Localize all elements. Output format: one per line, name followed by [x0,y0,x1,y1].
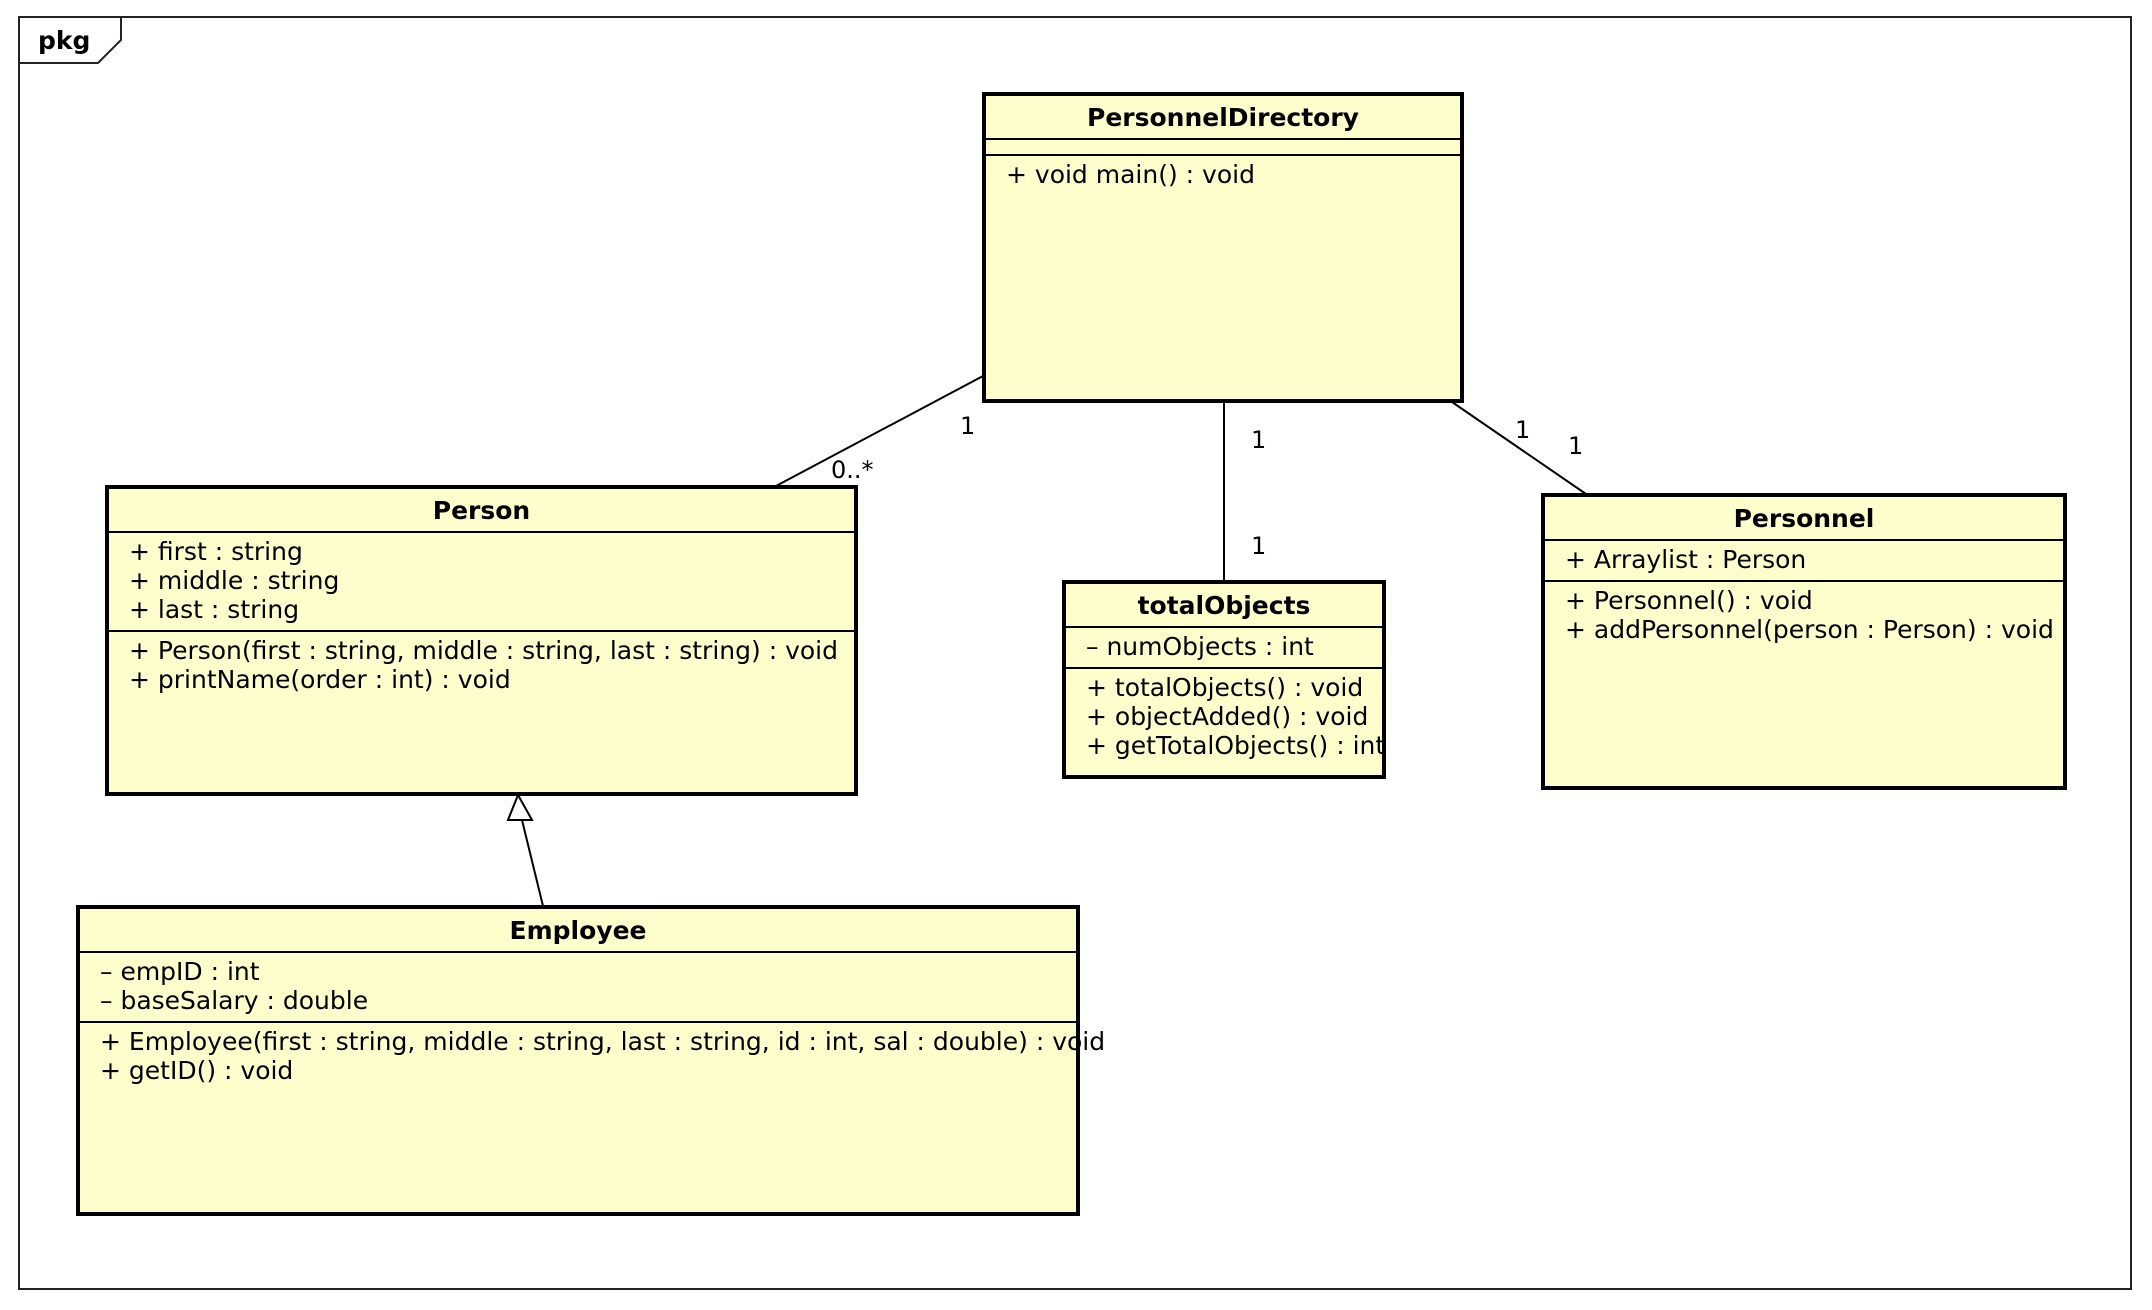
attribute: + first : string [129,537,303,566]
class-name: Employee [80,909,1076,953]
operation: + void main() : void [1006,160,1255,189]
attributes-compartment: – empID : int – baseSalary : double [80,953,1076,1023]
operation: + printName(order : int) : void [129,665,511,694]
attribute: – baseSalary : double [100,986,369,1015]
class-name: PersonnelDirectory [986,96,1460,140]
class-name: totalObjects [1066,584,1382,628]
package-tab [18,16,122,64]
attribute: + last : string [129,595,300,624]
multiplicity-pd-total-total-end: 1 [1251,532,1267,560]
class-person[interactable]: Person + first : string + middle : strin… [105,485,858,796]
association-pd-personnel [1451,401,1587,495]
class-totalobjects[interactable]: totalObjects – numObjects : int + totalO… [1062,580,1386,779]
operation: + objectAdded() : void [1086,702,1369,731]
generalization-arrowhead [506,792,534,821]
package-label: pkg [38,26,91,55]
multiplicity-pd-total-pd-end: 1 [1251,426,1267,454]
class-name: Person [109,489,854,533]
attributes-compartment [986,140,1460,156]
operation: + Employee(first : string, middle : stri… [100,1027,1106,1056]
generalization-line [521,819,544,907]
attribute: + Arraylist : Person [1565,545,1807,574]
operation: + Personnel() : void [1565,586,1813,615]
class-personneldirectory[interactable]: PersonnelDirectory + void main() : void [982,92,1464,403]
operations-compartment: + void main() : void [986,156,1460,193]
attributes-compartment: + first : string + middle : string + las… [109,533,854,632]
attribute: – numObjects : int [1086,632,1314,661]
attribute: + middle : string [129,566,340,595]
operation: + Person(first : string, middle : string… [129,636,838,665]
association-pd-person [775,375,984,487]
operation: + getID() : void [100,1056,294,1085]
class-name: Personnel [1545,497,2063,541]
operations-compartment: + Employee(first : string, middle : stri… [80,1023,1106,1089]
operation: + totalObjects() : void [1086,673,1364,702]
package-frame [18,16,2132,1290]
class-employee[interactable]: Employee – empID : int – baseSalary : do… [76,905,1106,1216]
operations-compartment: + totalObjects() : void + objectAdded() … [1066,669,1386,764]
multiplicity-pd-person-pd-end: 1 [960,412,976,440]
operation: + addPersonnel(person : Person) : void [1565,615,2054,644]
attributes-compartment: + Arraylist : Person [1545,541,2063,582]
attribute: – empID : int [100,957,260,986]
multiplicity-pd-personnel-personnel-end: 1 [1568,432,1584,460]
operation: + getTotalObjects() : int [1086,731,1386,760]
multiplicity-pd-person-person-end: 0..* [831,456,874,484]
operations-compartment: + Person(first : string, middle : string… [109,632,854,698]
class-personnel[interactable]: Personnel + Arraylist : Person + Personn… [1541,493,2067,790]
operations-compartment: + Personnel() : void + addPersonnel(pers… [1545,582,2063,648]
multiplicity-pd-personnel-pd-end: 1 [1515,416,1531,444]
attributes-compartment: – numObjects : int [1066,628,1382,669]
